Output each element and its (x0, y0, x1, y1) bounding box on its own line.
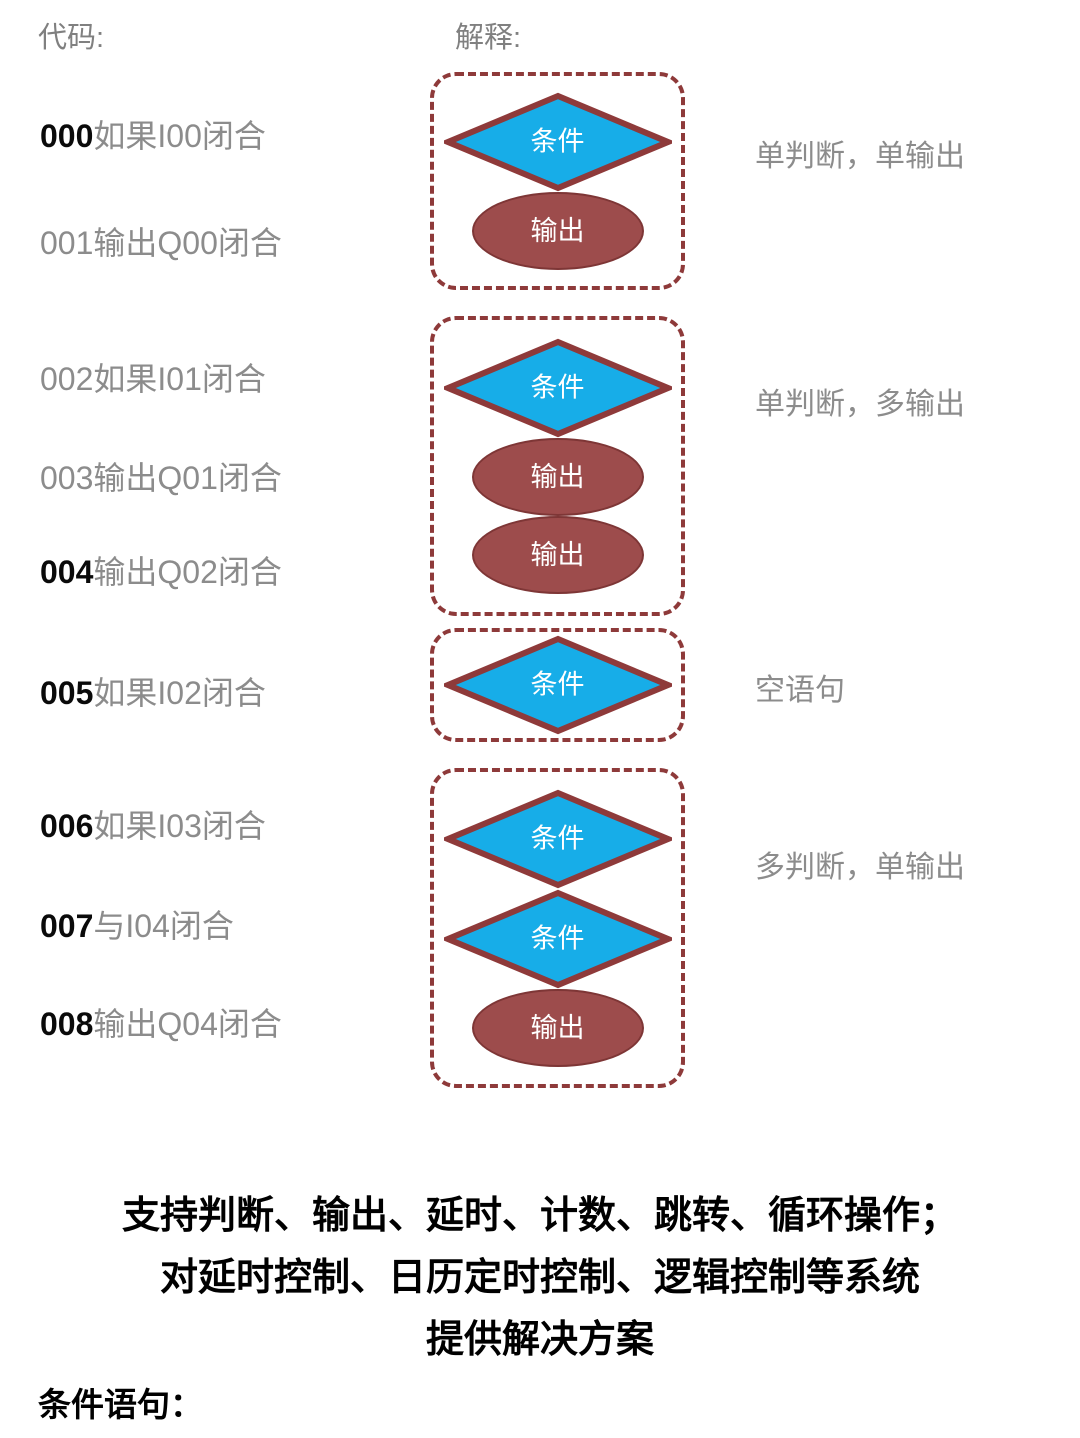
group-multi-decision-single-output: 条件条件输出 (430, 768, 685, 1088)
group-single-decision-single-output: 条件输出 (430, 72, 685, 290)
code-line-text: 如果I03闭合 (93, 808, 266, 844)
output-ellipse: 输出 (471, 989, 644, 1067)
code-column-header: 代码: (38, 22, 105, 54)
code-line: 006如果I03闭合 (40, 810, 266, 842)
code-line: 002如果I01闭合 (40, 363, 266, 395)
explanation-text: 多判断，单输出 (755, 851, 965, 884)
explanation-column-header: 解释: (455, 22, 522, 54)
code-line: 003输出Q01闭合 (40, 462, 282, 494)
code-line-text: 与I04闭合 (93, 908, 234, 944)
output-label: 输出 (530, 461, 585, 492)
code-line: 005如果I02闭合 (40, 677, 266, 709)
code-line-number: 005 (40, 675, 94, 711)
code-line-number: 008 (40, 1006, 94, 1042)
condition-diamond: 条件 (443, 338, 672, 438)
code-line-number: 000 (40, 118, 94, 154)
condition-diamond: 条件 (443, 889, 672, 989)
footer-section-label: 条件语句： (38, 1386, 203, 1423)
code-line-text: 输出Q00闭合 (93, 225, 282, 261)
condition-diamond: 条件 (443, 789, 672, 889)
code-line-text: 如果I02闭合 (93, 675, 266, 711)
group-single-decision-multi-output: 条件输出输出 (430, 316, 685, 616)
summary-line: 提供解决方案 (425, 1319, 654, 1361)
code-line: 008输出Q04闭合 (40, 1008, 282, 1040)
code-line-text: 输出Q04闭合 (93, 1006, 282, 1042)
summary-line: 支持判断、输出、延时、计数、跳转、循环操作； (121, 1195, 958, 1237)
summary-paragraph: 支持判断、输出、延时、计数、跳转、循环操作； 对延时控制、日历定时控制、逻辑控制等… (0, 1185, 1080, 1371)
code-line-number: 006 (40, 808, 94, 844)
code-line-number: 004 (40, 554, 94, 590)
code-line-text: 如果I01闭合 (93, 361, 266, 397)
code-line-text: 输出Q01闭合 (93, 460, 282, 496)
code-line: 000如果I00闭合 (40, 120, 266, 152)
explanation-text: 空语句 (755, 674, 845, 707)
explanation-text: 单判断，多输出 (755, 388, 965, 421)
code-line-number: 007 (40, 908, 94, 944)
output-ellipse: 输出 (471, 192, 644, 270)
output-label: 输出 (530, 539, 585, 570)
code-line: 001输出Q00闭合 (40, 227, 282, 259)
code-line-number: 003 (40, 460, 94, 496)
condition-diamond: 条件 (443, 635, 672, 735)
condition-diamond: 条件 (443, 92, 672, 192)
code-line-number: 002 (40, 361, 94, 397)
summary-line: 对延时控制、日历定时控制、逻辑控制等系统 (159, 1257, 920, 1299)
code-line: 004输出Q02闭合 (40, 556, 282, 588)
code-line-text: 如果I00闭合 (93, 118, 266, 154)
group-empty-statement: 条件 (430, 628, 685, 742)
code-line-text: 输出Q02闭合 (93, 554, 282, 590)
code-line: 007与I04闭合 (40, 910, 234, 942)
output-ellipse: 输出 (471, 516, 644, 594)
output-label: 输出 (530, 1012, 585, 1043)
explanation-text: 单判断，单输出 (755, 140, 965, 173)
output-ellipse: 输出 (471, 438, 644, 516)
code-line-number: 001 (40, 225, 94, 261)
flowchart-column: 条件输出条件输出输出条件条件条件输出 (430, 0, 695, 1100)
output-label: 输出 (530, 215, 585, 246)
